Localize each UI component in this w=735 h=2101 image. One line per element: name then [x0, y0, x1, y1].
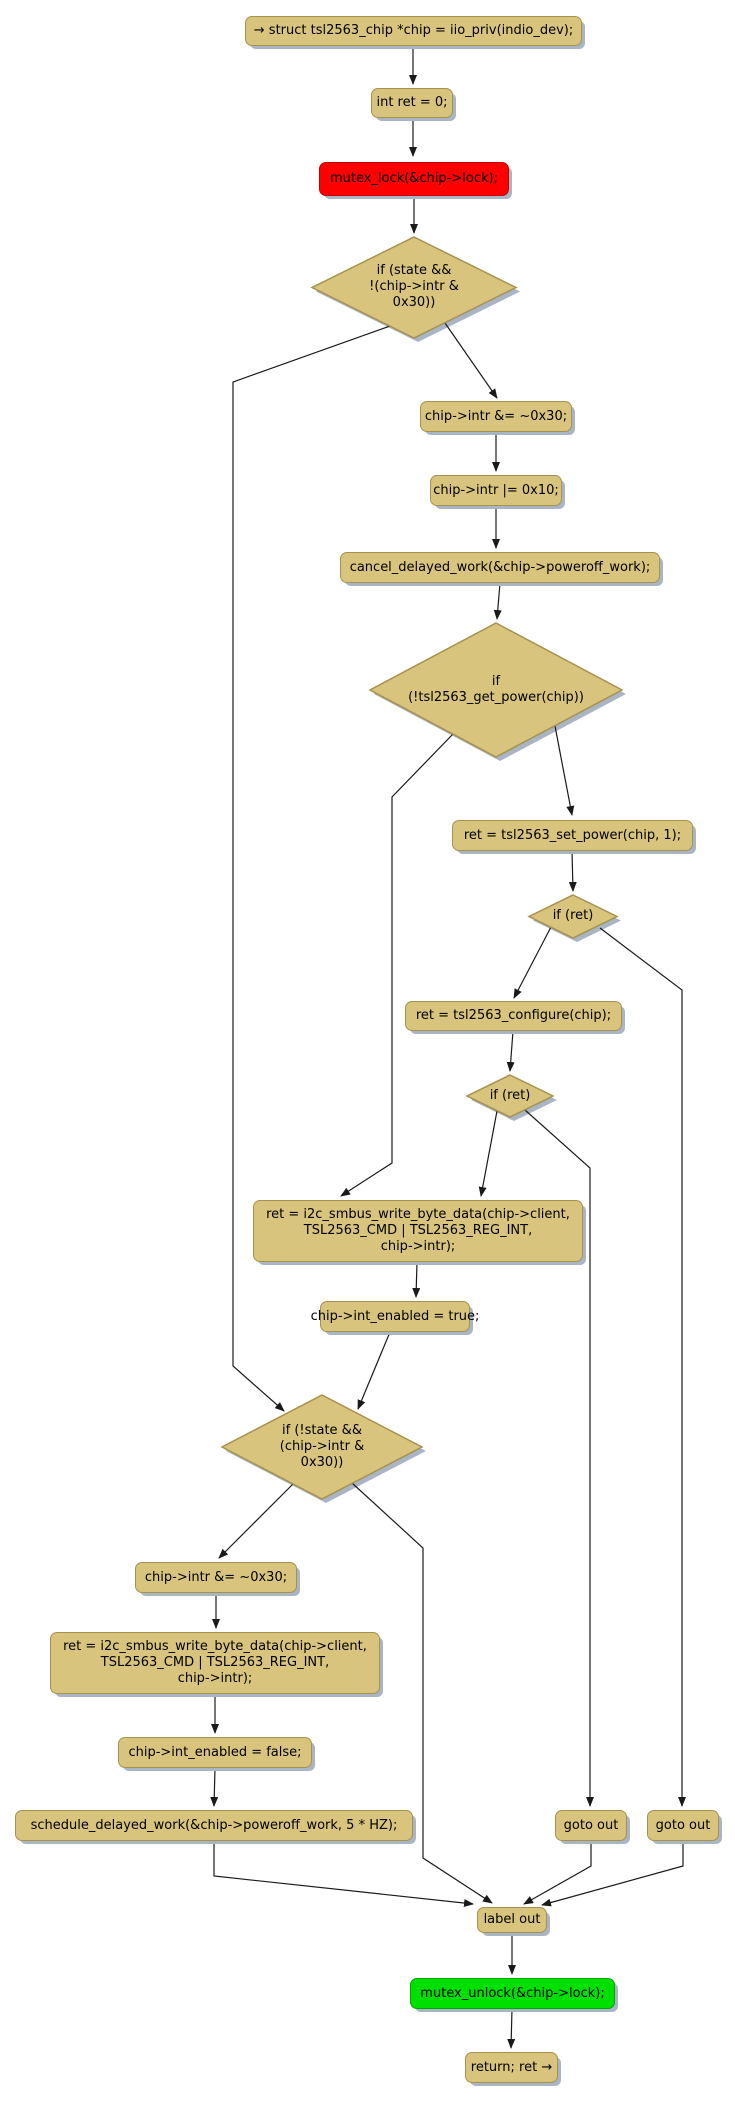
edge-goto2-to-labelout: [541, 1841, 684, 1907]
edge-condret1-true-goto2: [599, 927, 686, 1807]
node-goto-out-1: goto out: [555, 1810, 627, 1841]
node-cancel-work: cancel_delayed_work(&chip->poweroff_work…: [340, 552, 660, 583]
edge-cond-enable-false: [232, 325, 391, 1412]
edge-cond-disable-false: [351, 1482, 493, 1904]
edge-goto1-to-labelout: [523, 1841, 592, 1905]
decision-state-enable: [310, 236, 518, 339]
edge-cond-disable-true: [218, 1483, 294, 1559]
node-i2c-write-enable: ret = i2c_smbus_write_byte_data(chip->cl…: [253, 1200, 583, 1262]
node-return: return; ret →: [465, 2052, 558, 2083]
edge-schedule-to-labelout: [213, 1841, 474, 1908]
node-schedule-work: schedule_delayed_work(&chip->poweroff_wo…: [15, 1810, 413, 1841]
edge-cancel-to-cond-power: [493, 582, 502, 620]
edge-i2c1-to-inttrue: [412, 1261, 421, 1298]
node-mutex-unlock: mutex_unlock(&chip->lock);: [410, 1978, 615, 2009]
edge-cond-power-true: [554, 725, 575, 816]
edge-condret1-false: [513, 926, 552, 999]
edge-intfalse-to-schedule: [210, 1767, 219, 1807]
node-label-out: label out: [477, 1907, 547, 1933]
node-i2c-write-disable: ret = i2c_smbus_write_byte_data(chip->cl…: [50, 1632, 380, 1694]
edge-setpower-to-condret1: [568, 850, 577, 892]
node-set-power: ret = tsl2563_set_power(chip, 1);: [452, 820, 693, 851]
edge-cond-enable-true: [444, 322, 498, 399]
edge-condret2-false: [478, 1110, 498, 1197]
node-intr-set: chip->intr |= 0x10;: [430, 475, 562, 506]
node-intr-clear: chip->intr &= ~0x30;: [420, 401, 572, 432]
decision-ret-2: [465, 1074, 555, 1118]
edge-unlock-to-return: [507, 2008, 516, 2049]
decision-get-power: [368, 622, 624, 758]
edge-condret2-true-goto1: [524, 1109, 594, 1807]
node-configure: ret = tsl2563_configure(chip);: [405, 1001, 622, 1031]
node-init-ret: int ret = 0;: [371, 88, 453, 118]
flow-edges: [210, 46, 686, 2049]
node-mutex-lock: mutex_lock(&chip->lock);: [319, 162, 509, 196]
node-entry: → struct tsl2563_chip *chip = iio_priv(i…: [245, 16, 582, 46]
node-goto-out-2: goto out: [647, 1810, 719, 1841]
decision-diamonds: [220, 236, 624, 1500]
edge-inttrue-to-cond-disable: [357, 1331, 391, 1410]
decision-ret-1: [527, 894, 619, 939]
node-int-enabled-false: chip->int_enabled = false;: [118, 1737, 312, 1768]
node-int-enabled-true: chip->int_enabled = true;: [311, 1301, 479, 1332]
edge-configure-to-condret2: [506, 1030, 515, 1072]
node-intr-clear-2: chip->intr &= ~0x30;: [135, 1562, 297, 1593]
edge-cond-power-false: [340, 733, 454, 1197]
decision-state-disable: [220, 1394, 424, 1500]
